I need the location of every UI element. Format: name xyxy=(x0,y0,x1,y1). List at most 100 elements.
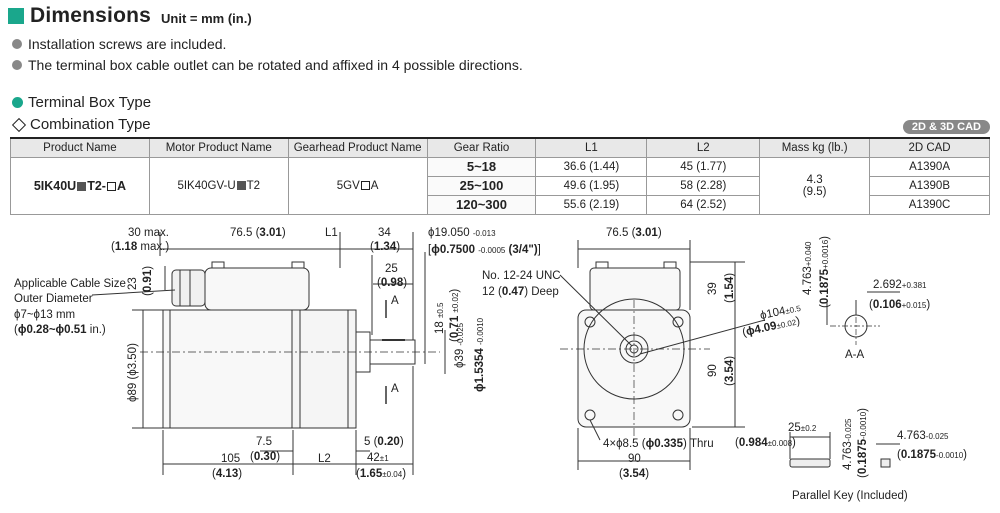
col-header: Mass kg (lb.) xyxy=(759,137,871,158)
dim-key-side-01875: (0.1875-0.0010) xyxy=(857,407,869,478)
dim-tol: ±0.2 xyxy=(800,424,817,433)
dim-value: 4.13 xyxy=(215,468,239,480)
dim-25: 25 xyxy=(385,263,398,275)
dim-key-25: 25±0.2 xyxy=(788,422,817,435)
terminal-box xyxy=(204,267,310,311)
dim-42: 42±1 xyxy=(367,452,389,465)
page-header: Dimensions Unit = mm (in.) xyxy=(8,4,252,28)
dim-tol: ±0.02 xyxy=(451,292,460,313)
placeholder-filled-icon xyxy=(236,180,246,190)
dim-value: 4.763 xyxy=(842,441,854,470)
cad-cell[interactable]: A1390C xyxy=(869,194,990,215)
note-screws: Installation screws are included. xyxy=(12,36,226,52)
dim-165: (1.65±0.04) xyxy=(356,468,407,480)
dim-tol: -0.0010 xyxy=(859,411,868,439)
mass-cell: 4.3(9.5) xyxy=(759,156,871,215)
placeholder-filled-icon xyxy=(77,181,87,191)
section-a-top: A xyxy=(391,295,399,307)
dim-phi39: ϕ39 -0.025 xyxy=(454,323,467,368)
terminal-screw xyxy=(663,261,677,269)
dim-value: ϕ0.7500 xyxy=(431,244,475,256)
leader-line xyxy=(639,319,766,355)
dim-key-01875: (0.1875+0.0016) xyxy=(819,235,831,308)
dim-value: 1.34 xyxy=(373,241,397,253)
bullet-icon xyxy=(12,97,23,108)
dim-value: 3.54 xyxy=(724,359,736,383)
dim-value: 0.1875 xyxy=(819,268,831,305)
mount-hole xyxy=(672,316,684,328)
unc-label-1: No. 12-24 UNC xyxy=(482,270,561,282)
mass-lb: (9.5) xyxy=(802,185,827,198)
dim-value: 4.763 xyxy=(897,430,926,442)
motor-name-part: 5IK40GV-U xyxy=(177,179,236,192)
gear-ratio-cell: 120~300 xyxy=(426,194,537,215)
cable-label-3: ϕ7~ϕ13 mm xyxy=(14,309,76,321)
dim-18: 18 ±0.5 xyxy=(434,302,447,334)
section-aa-label: A-A xyxy=(845,349,865,361)
key-end xyxy=(880,458,891,468)
dim-value: 0.91 xyxy=(142,269,154,293)
dim-tol: ±0.04 xyxy=(382,470,403,479)
parallel-key-label: Parallel Key (Included) xyxy=(792,490,908,502)
placeholder-box-icon xyxy=(106,181,116,191)
l2-cell: 64 (2.52) xyxy=(646,194,761,215)
front-terminal-box xyxy=(589,267,681,311)
dim-413: (4.13) xyxy=(212,468,243,480)
leader-line xyxy=(91,289,176,296)
dim-34: 34 xyxy=(378,227,391,239)
dim-tol: +0.015 xyxy=(901,301,927,310)
dim-phi0750: [ϕ0.7500 -0.0005 (3/4")] xyxy=(428,244,541,256)
heading-text: Combination Type xyxy=(30,116,151,133)
dim-value: 0.984 xyxy=(738,437,768,449)
dim-30: 30 max. xyxy=(128,227,169,239)
terminal-box-heading: Terminal Box Type xyxy=(12,94,151,111)
dim-tol: -0.013 xyxy=(472,229,496,238)
dim-value: 0.98 xyxy=(380,277,404,289)
dim-value: 25 xyxy=(788,422,801,434)
dim-value: 5 ( xyxy=(364,436,378,448)
dim-tol: ±0.008 xyxy=(767,439,793,448)
dim-inch: 0.47 xyxy=(501,286,525,298)
l1-cell: 49.6 (1.95) xyxy=(535,175,648,196)
dim-value: 42 xyxy=(367,452,380,464)
dim-suffix: max.) xyxy=(137,241,170,253)
dim-39: 39 xyxy=(707,282,719,295)
dim-value: 12 ( xyxy=(482,286,502,298)
gearhead-body xyxy=(291,309,357,429)
dim-tol: -0.025 xyxy=(925,432,949,441)
product-name-part: A xyxy=(116,178,126,193)
dim-phi1535: ϕ1.5354 -0.0010 xyxy=(474,318,487,392)
gearhead-name-part: A xyxy=(370,179,379,192)
dim-value: 3.54 xyxy=(622,468,646,480)
col-header: L2 xyxy=(646,137,761,158)
dim-value: 76.5 ( xyxy=(230,227,260,239)
dim-suffix: in.) xyxy=(86,324,106,336)
dim-l2: L2 xyxy=(318,453,331,465)
cad-download-button[interactable]: 2D & 3D CAD xyxy=(902,120,990,134)
dim-key-4763: 4.763+0.040 xyxy=(802,242,815,295)
dim-2692: 2.692+0.381 xyxy=(873,279,926,292)
mount-hole xyxy=(672,409,684,421)
combination-heading: Combination Type xyxy=(11,116,151,133)
dim-value: 1.54 xyxy=(724,276,736,300)
dim-tol: -0.0005 xyxy=(478,246,506,255)
l2-cell: 45 (1.77) xyxy=(646,156,761,177)
col-header: Product Name xyxy=(10,137,150,158)
note-text: The terminal box cable outlet can be rot… xyxy=(28,57,523,73)
dim-tol: ±1 xyxy=(379,454,389,463)
dim-098: (0.98) xyxy=(377,277,408,289)
mount-holes-label: 4×ϕ8.5 (ϕ0.335) Thru xyxy=(603,438,714,451)
dim-key-0984: (0.984±0.008) xyxy=(735,437,796,449)
dim-inch: 3.01 xyxy=(259,227,282,239)
dim-tol: +0.0016 xyxy=(821,239,830,269)
dim-105: 105 xyxy=(221,453,241,465)
note-cable-outlet: The terminal box cable outlet can be rot… xyxy=(12,57,523,73)
unc-label-2: 12 (0.47) Deep xyxy=(482,286,559,299)
dim-inch: 0.20 xyxy=(377,436,400,448)
terminal-screw xyxy=(291,261,305,269)
cable-gland xyxy=(171,269,206,307)
dim-0106: (0.106+0.015) xyxy=(869,299,931,311)
dim-134: (1.34) xyxy=(370,241,401,253)
table-header-row: Product Name Motor Product Name Gearhead… xyxy=(10,137,990,158)
